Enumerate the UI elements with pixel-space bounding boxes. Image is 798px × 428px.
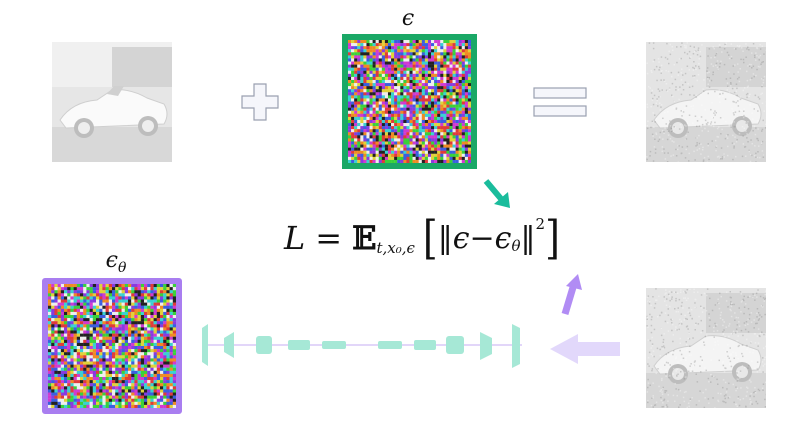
unet-model	[200, 320, 530, 370]
formula-epsilon-theta: ϵ	[494, 220, 512, 256]
formula-minus: −	[469, 220, 495, 256]
formula-epsilon: ϵ	[452, 220, 470, 256]
clean-car-image	[52, 42, 172, 162]
formula-theta: θ	[511, 237, 521, 255]
formula-close-bracket: ]	[545, 211, 560, 265]
epsilon-theta-label: ϵθ	[96, 248, 136, 276]
formula-lhs: L	[284, 219, 306, 257]
loss-formula: L = 𝔼 t,x₀,ϵ [ ‖ ϵ − ϵ θ ‖ 2 ]	[284, 211, 656, 265]
predicted-noise-pattern	[48, 284, 176, 408]
noise-image	[342, 34, 477, 169]
input-arrow	[550, 332, 620, 366]
epsilon-label: ϵ	[401, 6, 415, 31]
epsilon-theta-subscript: θ	[117, 260, 127, 276]
equals-icon	[532, 86, 588, 118]
noisy-car-image	[646, 42, 766, 162]
plus-icon	[240, 82, 280, 122]
noise-pattern	[348, 40, 471, 163]
formula-open-bracket: [	[422, 211, 438, 265]
formula-subscript: t,x₀,ϵ	[376, 239, 415, 257]
green-arrow	[482, 178, 514, 212]
formula-norm-open: ‖	[437, 220, 453, 256]
formula-expectation: 𝔼	[352, 219, 377, 257]
formula-power: 2	[535, 215, 546, 233]
formula-equals: =	[315, 219, 343, 257]
purple-arrow	[558, 272, 584, 316]
predicted-noise-image	[42, 278, 182, 414]
formula-norm-close: ‖	[520, 220, 536, 256]
epsilon-theta-symbol: ϵ	[105, 248, 118, 273]
noisy-input-image	[646, 288, 766, 408]
